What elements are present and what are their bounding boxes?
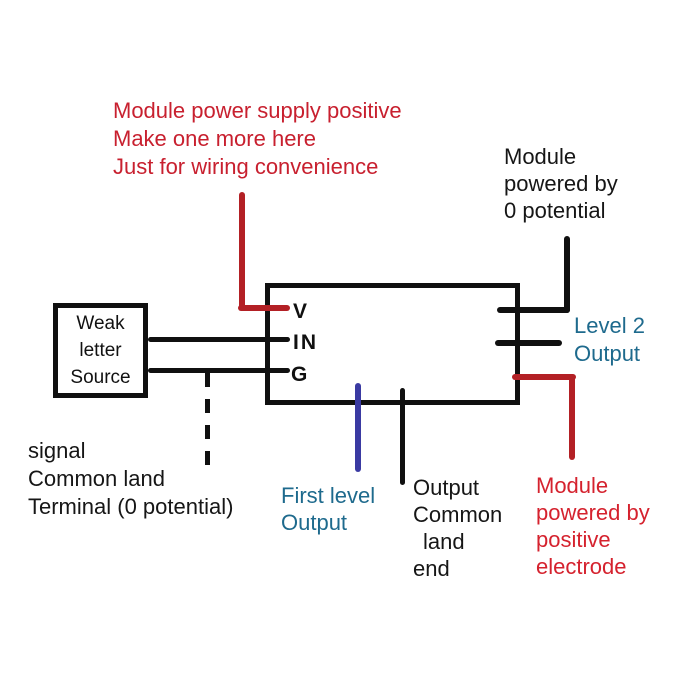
wire-red-positive-vertical	[569, 374, 575, 460]
wire-stub-level2-output	[495, 340, 562, 346]
annotation-module-powered-by-0-potential: Module powered by 0 potential	[504, 143, 618, 224]
wire-stub-zero-potential	[497, 307, 570, 313]
annotation-line: Terminal (0 potential)	[28, 494, 234, 519]
annotation-line: Make one more here	[113, 126, 316, 151]
annotation-line: Output	[574, 341, 641, 366]
weak-source-line: Source	[70, 367, 131, 388]
wire-blue-first-level-output	[355, 383, 361, 472]
annotation-level2-output: Level 2 Output	[574, 312, 645, 368]
annotation-line: signal	[28, 438, 86, 463]
annotation-line: end	[413, 556, 450, 581]
annotation-line: powered by	[504, 171, 618, 196]
wire-output-common-land	[400, 388, 405, 485]
pin-label-g: G	[291, 363, 308, 386]
wire-red-power-to-v	[238, 305, 290, 311]
weak-source-line: Weak	[76, 313, 125, 334]
wire-zero-potential-vertical	[564, 236, 570, 313]
annotation-output-common-land-end: Output Common land end	[413, 474, 502, 582]
annotation-power-supply-positive: Module power supply positive Make one mo…	[113, 97, 402, 181]
annotation-line: powered by	[536, 500, 650, 525]
wire-source-to-g	[148, 368, 290, 373]
annotation-line: Just for wiring convenience	[113, 154, 379, 179]
annotation-line: positive	[536, 527, 611, 552]
pin-label-v: V	[293, 300, 308, 323]
annotation-line: Output	[281, 510, 348, 535]
annotation-line: Output	[413, 475, 480, 500]
wire-dashed-signal-common	[205, 373, 210, 465]
annotation-line: land	[423, 529, 465, 554]
wire-source-to-in	[148, 337, 290, 342]
annotation-line: Module power supply positive	[113, 98, 402, 123]
pin-label-in: IN	[293, 331, 318, 354]
wire-red-positive-stub	[512, 374, 576, 380]
annotation-first-level-output: First level Output	[281, 482, 375, 536]
annotation-line: Module	[536, 473, 609, 498]
weak-signal-source-box: Weak letter Source	[53, 303, 148, 398]
annotation-line: Module	[504, 144, 577, 169]
annotation-line: First level	[281, 483, 376, 508]
annotation-signal-common-terminal: signal Common land Terminal (0 potential…	[28, 437, 233, 521]
annotation-line: Level 2	[574, 313, 645, 338]
annotation-module-powered-by-positive: Module powered by positive electrode	[536, 472, 650, 580]
weak-source-line: letter	[79, 340, 122, 361]
annotation-line: 0 potential	[504, 198, 606, 223]
wire-red-power-vertical	[239, 192, 245, 311]
annotation-line: Common	[413, 502, 503, 527]
annotation-line: electrode	[536, 554, 627, 579]
annotation-line: Common land	[28, 466, 165, 491]
